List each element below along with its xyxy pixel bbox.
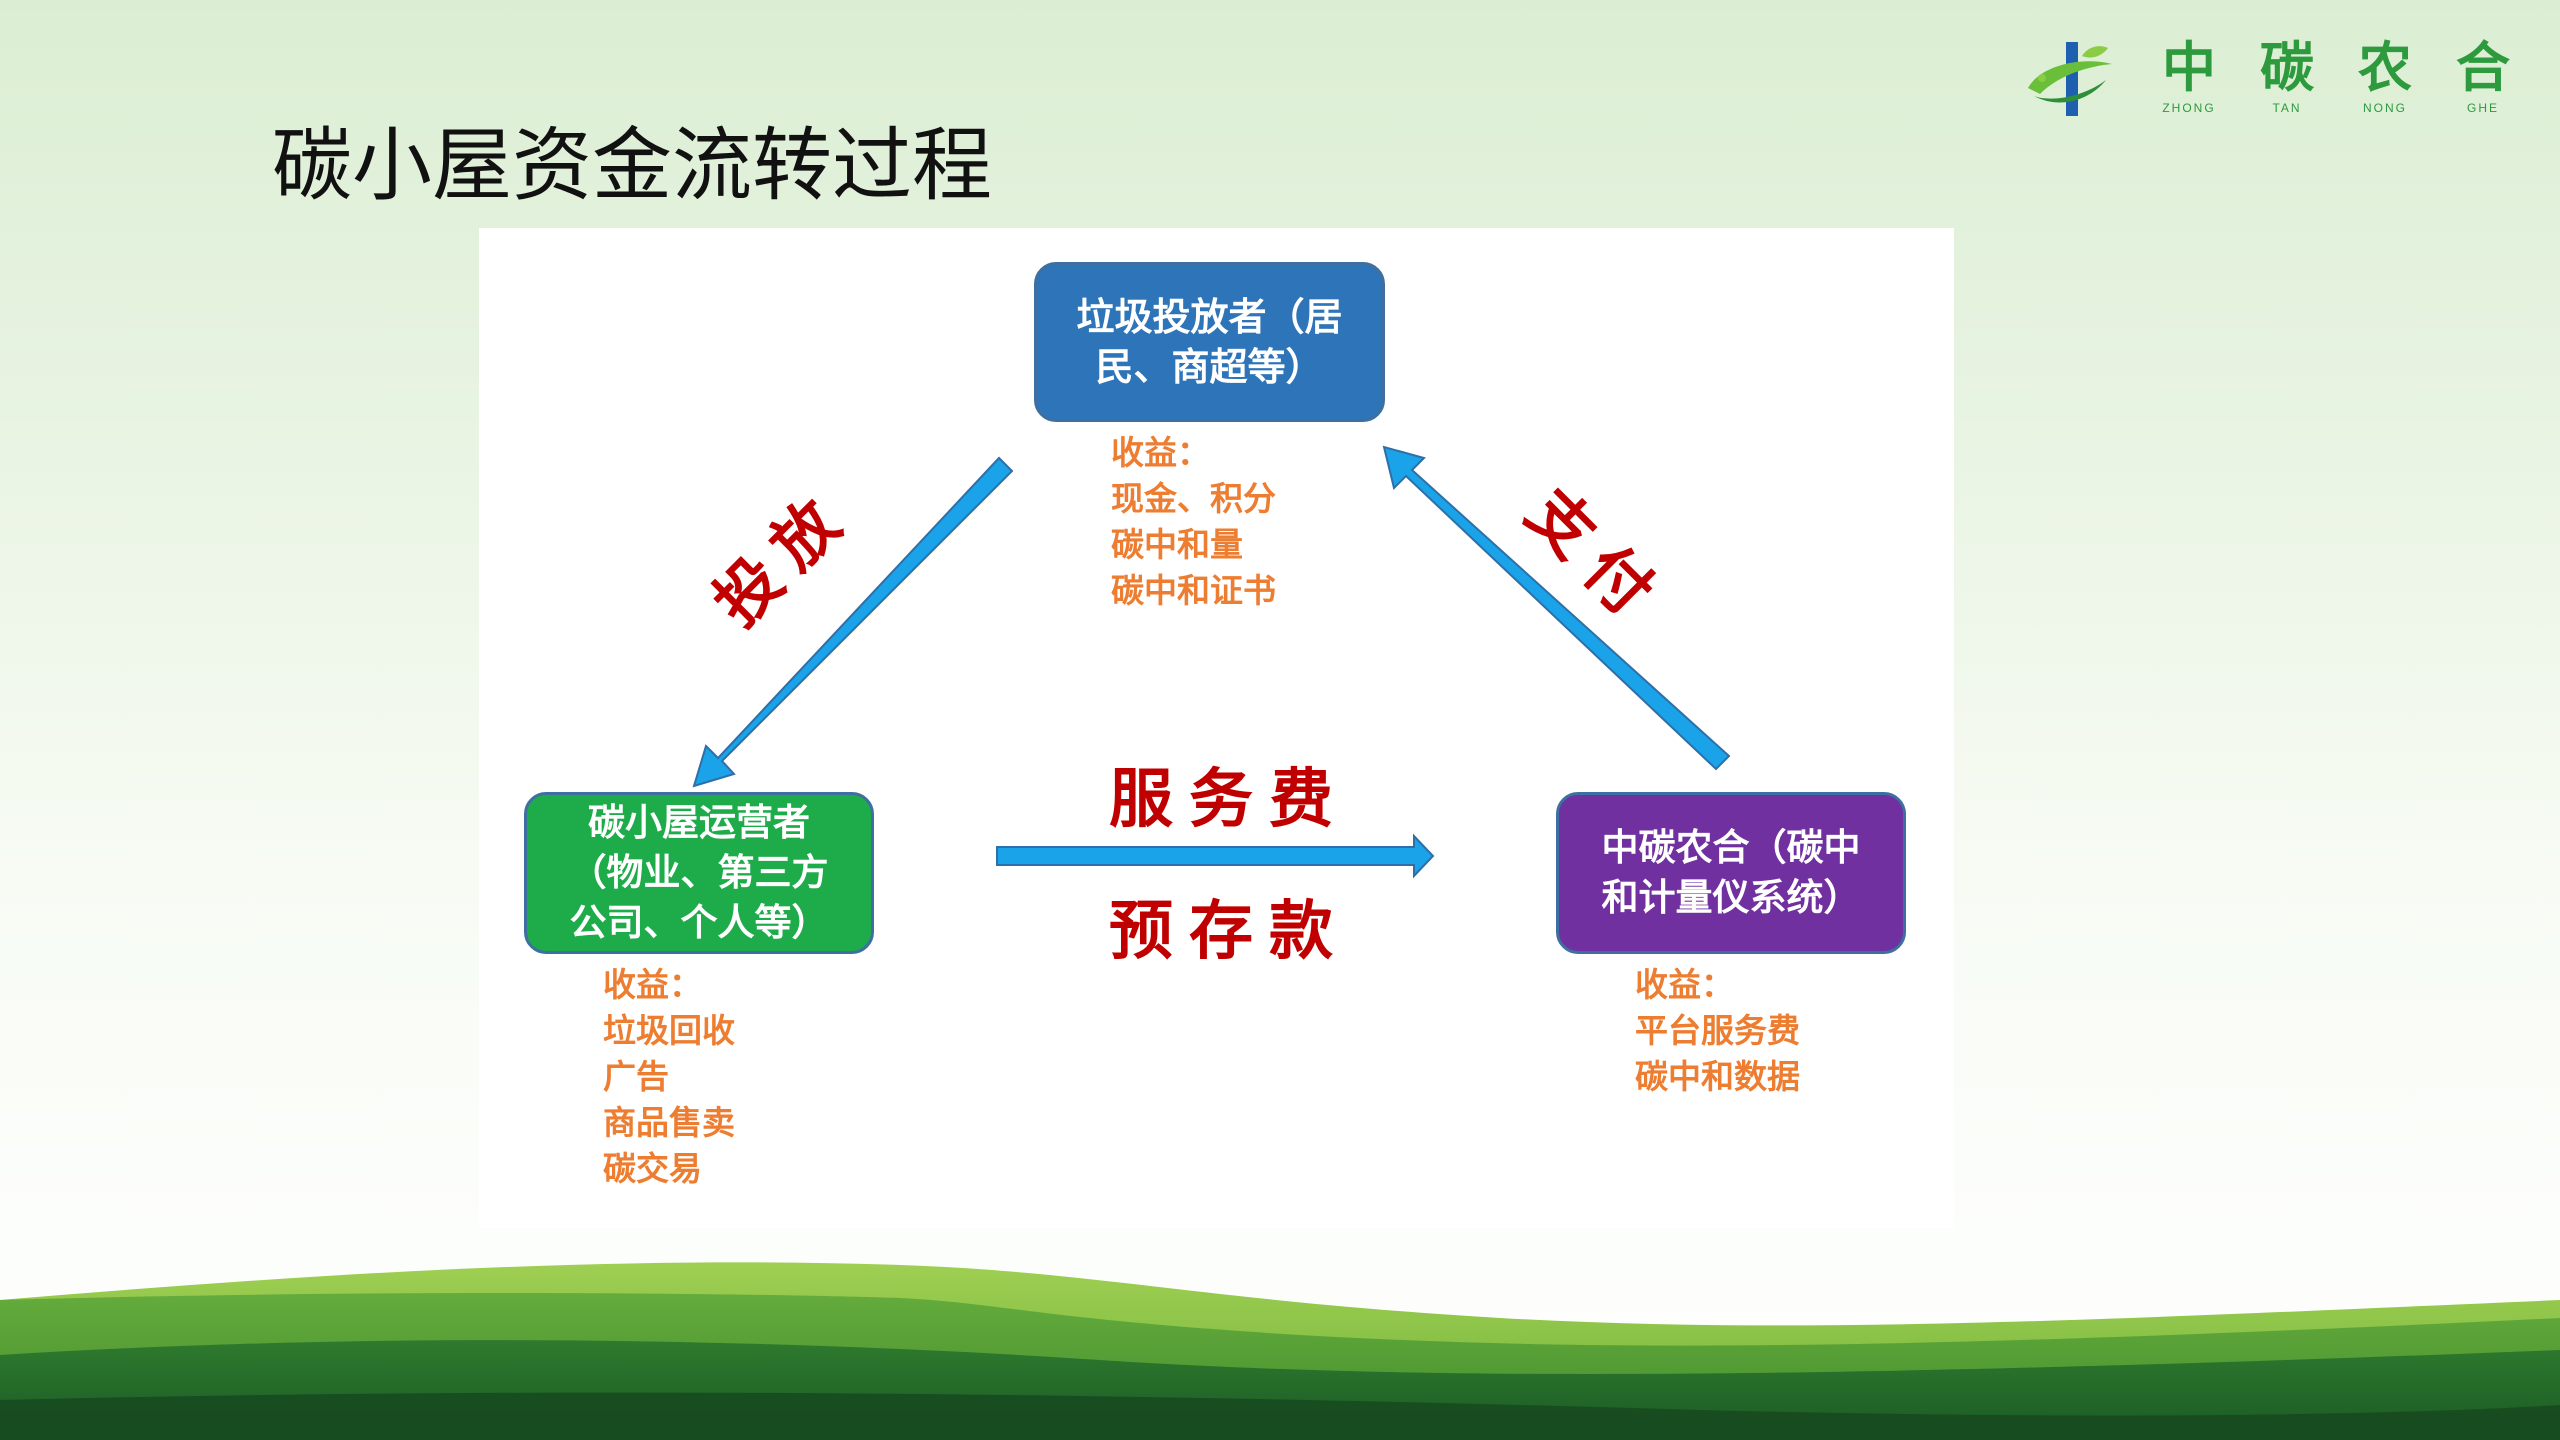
benefit-line: 平台服务费 [1635,1011,1800,1050]
benefits-operator: 收益： 垃圾回收 广告 商品售卖 碳交易 [603,962,735,1192]
flow-diagram: 垃圾投放者（居 民、商超等） 碳小屋运营者 （物业、第三方 公司、个人等） 中碳… [479,228,1954,1228]
node-platform: 中碳农合（碳中 和计量仪系统） [1556,792,1906,954]
logo-char-pinyin: NONG [2363,101,2407,115]
benefit-line: 碳交易 [603,1149,702,1188]
logo-char-cn: 中 [2162,36,2216,99]
logo-char: 农 NONG [2336,36,2434,116]
benefit-line: 垃圾回收 [603,1011,735,1050]
arrow-fee [996,833,1435,879]
flow-label-deposit: 预存款 [1109,895,1349,969]
logo-char-pinyin: TAN [2272,101,2302,115]
logo-char-pinyin: GHE [2466,101,2499,115]
node-label: 中碳农合（碳中 和计量仪系统） [1601,826,1861,919]
logo-char: 碳 TAN [2238,36,2336,116]
node-label: 碳小屋运营者 （物业、第三方 公司、个人等） [569,801,829,944]
leaf-logo-icon [2028,42,2112,116]
logo-char-cn: 合 [2456,36,2510,99]
benefit-line: 收益： [603,965,702,1004]
flow-label-fee: 服务费 [1109,763,1349,837]
benefits-platform: 收益： 平台服务费 碳中和数据 [1635,962,1800,1100]
benefit-line: 广告 [603,1057,669,1096]
logo-char-cn: 农 [2358,36,2412,99]
arrow-put [692,456,1014,788]
benefit-line: 收益： [1111,433,1210,472]
node-label: 垃圾投放者（居 民、商超等） [1076,295,1343,389]
benefit-line: 现金、积分 [1111,479,1276,518]
logo-wordmark: 中 ZHONG 碳 TAN 农 NONG 合 GHE [2140,36,2532,116]
benefit-line: 碳中和数据 [1635,1057,1800,1096]
benefit-line: 商品售卖 [603,1103,735,1142]
logo-char: 合 GHE [2434,36,2532,116]
flow-arrows [692,445,1731,879]
arrow-pay [1382,445,1731,771]
page-title: 碳小屋资金流转过程 [272,119,992,212]
benefit-line: 收益： [1635,965,1734,1004]
benefit-line: 碳中和量 [1111,525,1243,564]
node-waste-dropper: 垃圾投放者（居 民、商超等） [1034,262,1385,422]
logo-char: 中 ZHONG [2140,36,2238,116]
logo-char-cn: 碳 [2260,36,2314,99]
logo-char-pinyin: ZHONG [2162,101,2216,115]
brand-logo: 中 ZHONG 碳 TAN 农 NONG 合 GHE [2020,36,2520,126]
node-operator: 碳小屋运营者 （物业、第三方 公司、个人等） [524,792,874,954]
benefits-waste-dropper: 收益： 现金、积分 碳中和量 碳中和证书 [1111,430,1276,614]
benefit-line: 碳中和证书 [1111,571,1276,610]
